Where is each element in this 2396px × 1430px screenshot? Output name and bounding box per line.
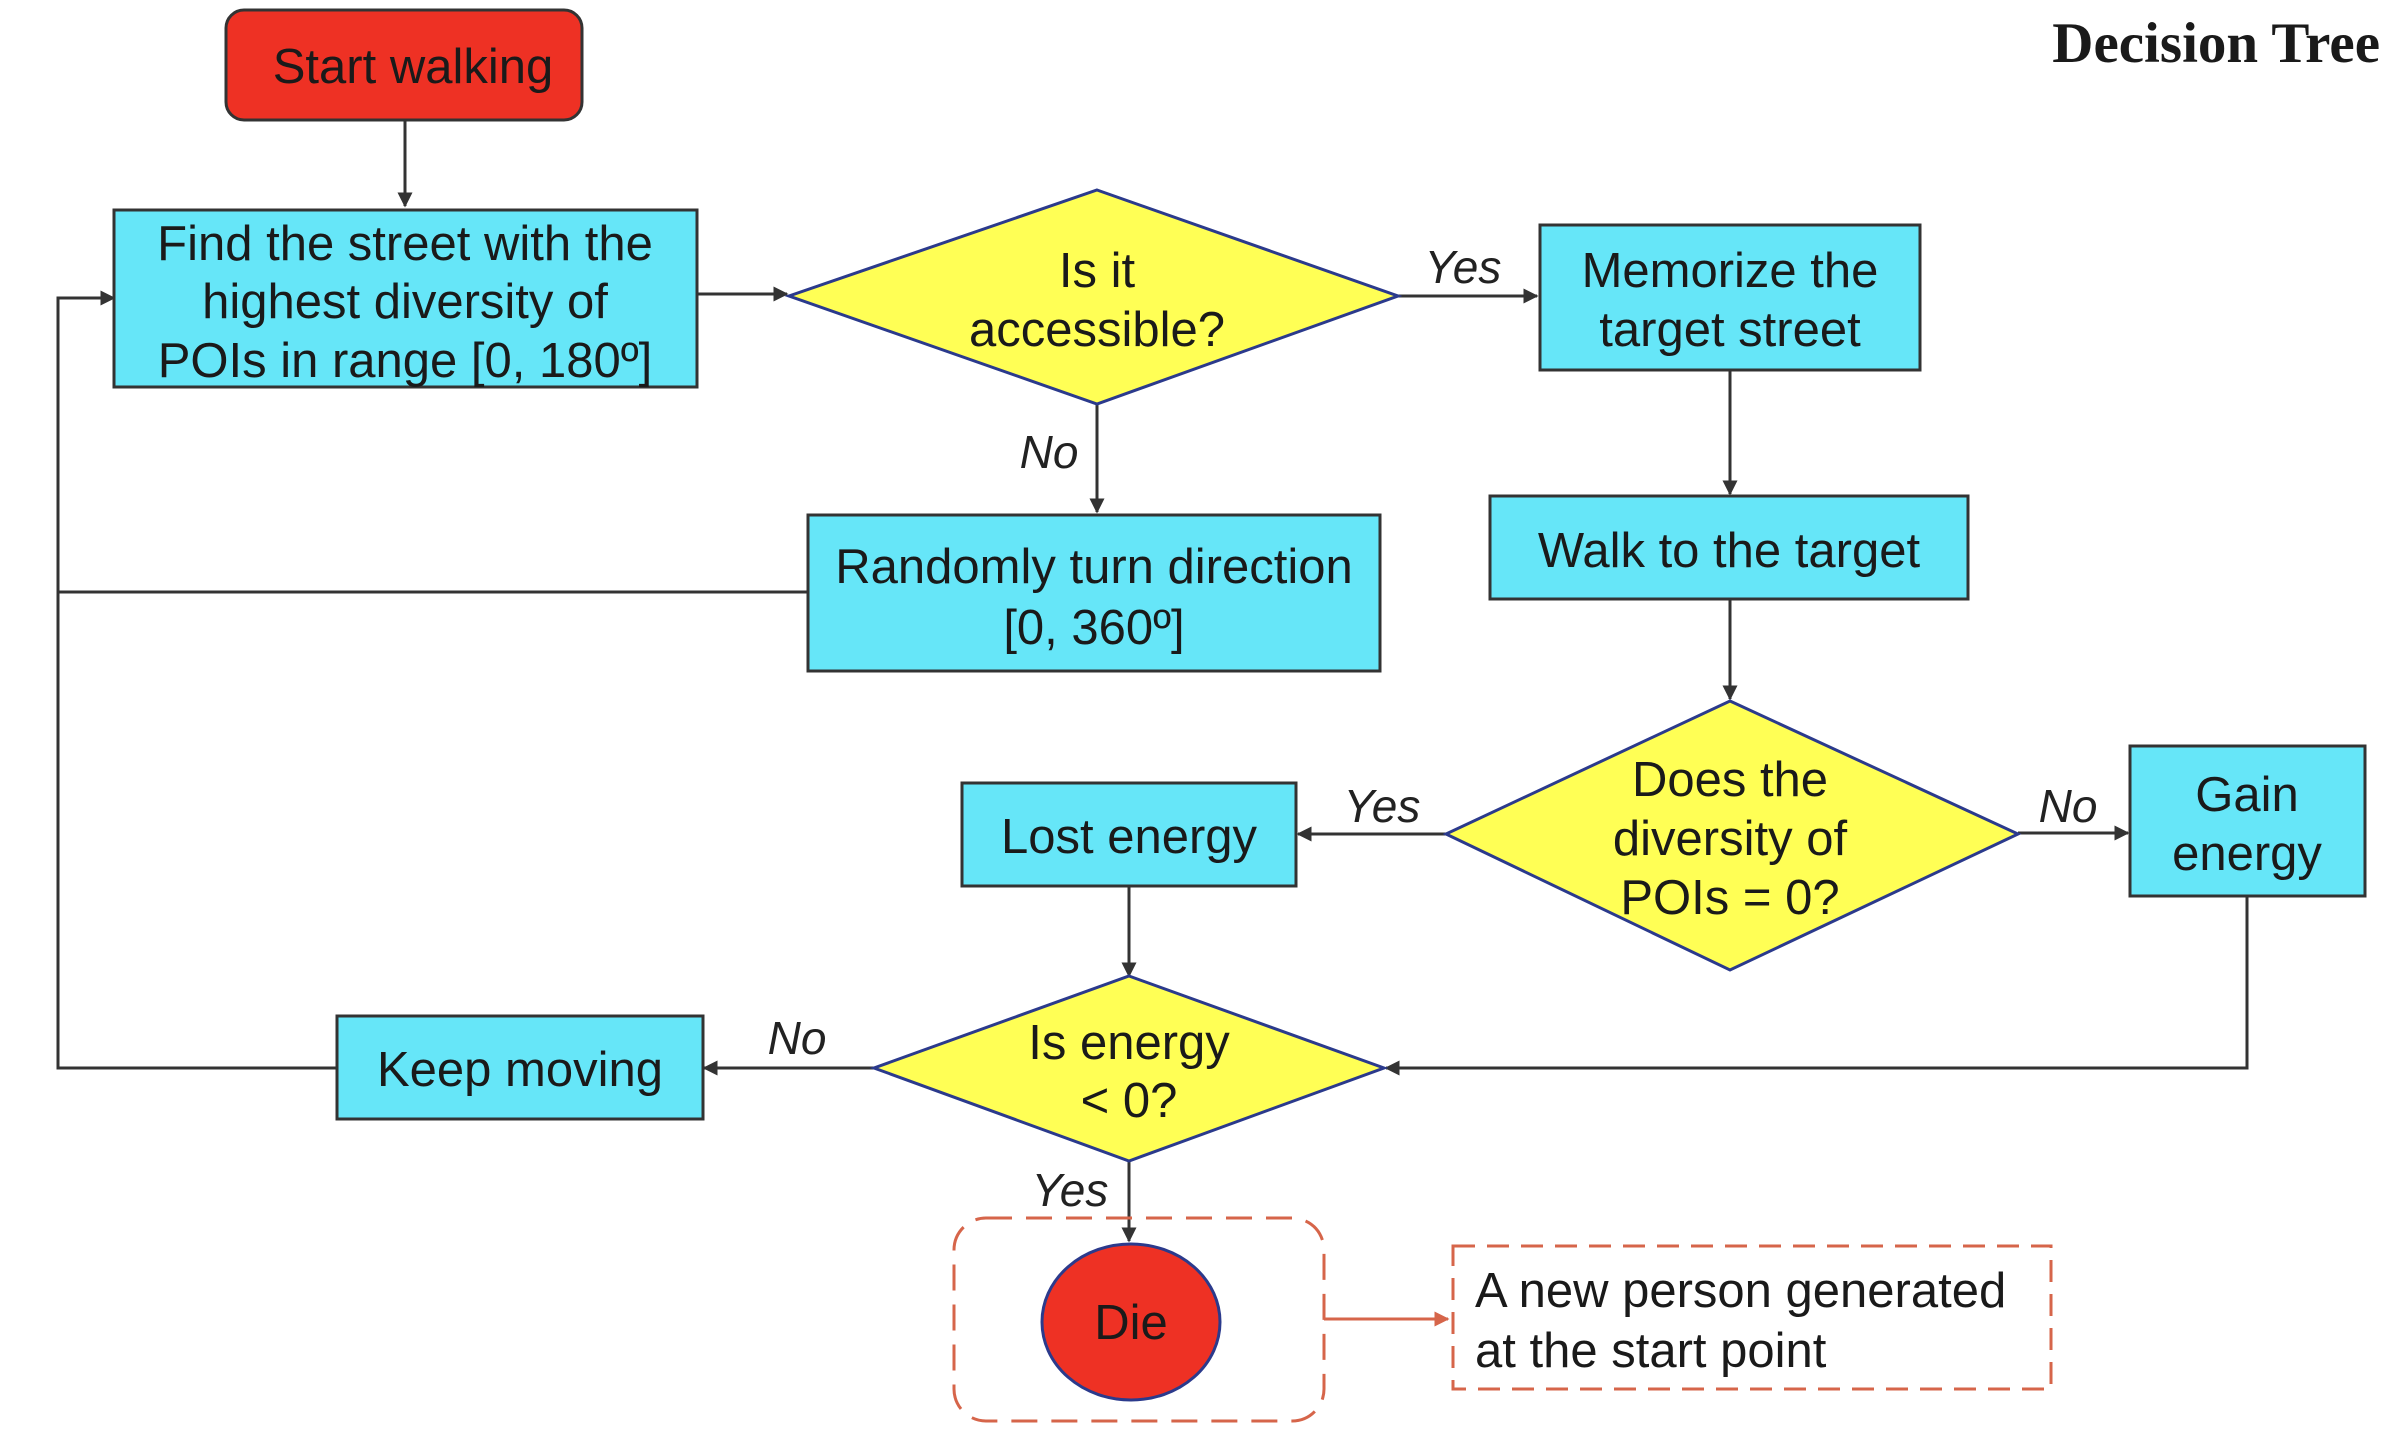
start-node: Start walking <box>224 8 584 122</box>
accessible-line-1: Is it <box>1059 244 1136 298</box>
start-node-shape <box>224 8 584 122</box>
new-person-line-2: at the start point <box>1475 1324 1827 1378</box>
gain-energy-line-2: energy <box>2172 827 2322 881</box>
energy-line-2: < 0? <box>1081 1074 1178 1128</box>
label-diversity-yes: Yes <box>1344 780 1421 832</box>
keep-moving-shape <box>335 1014 705 1121</box>
start-node-label: Start walking <box>273 40 554 94</box>
lost-energy-node: Lost energy <box>960 781 1298 888</box>
diversity-line-2: diversity of <box>1613 812 1848 866</box>
label-diversity-no: No <box>2039 780 2098 832</box>
walk-target-shape <box>1488 494 1970 601</box>
new-person-line-1: A new person generated <box>1475 1264 2006 1318</box>
edge-keep-to-find <box>56 290 337 1070</box>
label-accessible-yes: Yes <box>1425 241 1502 293</box>
find-street-shape <box>112 208 699 389</box>
label-energy-no: No <box>768 1012 827 1064</box>
die-node-label: Die <box>1094 1296 1168 1350</box>
accessible-decision-shape <box>784 188 1403 406</box>
random-turn-shape <box>806 513 1382 673</box>
memorize-node: Memorize the target street <box>1538 223 1922 372</box>
gain-energy-node: Gain energy <box>2128 744 2367 898</box>
find-street-line-3: POIs in range [0, 180º] <box>158 334 653 388</box>
die-node-shape <box>1040 1242 1222 1402</box>
new-person-dashed-frame <box>1451 1244 2053 1391</box>
connectors <box>56 120 2249 1327</box>
accessible-decision: Is it accessible? <box>784 188 1403 406</box>
energy-line-1: Is energy <box>1028 1016 1230 1070</box>
keep-moving-label: Keep moving <box>377 1043 663 1097</box>
diversity-line-3: POIs = 0? <box>1620 871 1839 925</box>
die-dashed-frame <box>952 1216 1326 1423</box>
random-turn-node: Randomly turn direction [0, 360º] <box>806 513 1382 673</box>
energy-decision: Is energy < 0? <box>869 974 1389 1163</box>
memorize-line-2: target street <box>1599 303 1861 357</box>
energy-decision-shape <box>869 974 1389 1163</box>
memorize-shape <box>1538 223 1922 372</box>
label-energy-yes: Yes <box>1032 1164 1109 1216</box>
die-group: Die <box>952 1216 1326 1423</box>
diversity-decision-shape <box>1442 699 2022 972</box>
memorize-line-1: Memorize the <box>1582 244 1879 298</box>
walk-target-label: Walk to the target <box>1538 524 1921 578</box>
diversity-line-1: Does the <box>1632 753 1828 807</box>
diagram-title: Decision Tree <box>2052 12 2380 75</box>
find-street-line-2: highest diversity of <box>202 275 608 329</box>
random-turn-line-1: Randomly turn direction <box>835 540 1352 594</box>
keep-moving-node: Keep moving <box>335 1014 705 1121</box>
accessible-line-2: accessible? <box>969 303 1225 357</box>
gain-energy-line-1: Gain <box>2195 768 2299 822</box>
lost-energy-shape <box>960 781 1298 888</box>
find-street-line-1: Find the street with the <box>157 217 653 271</box>
diversity-decision: Does the diversity of POIs = 0? <box>1442 699 2022 972</box>
label-accessible-no: No <box>1020 426 1079 478</box>
edge-labels: Yes No Yes No No Yes <box>768 241 2098 1216</box>
random-turn-line-2: [0, 360º] <box>1003 601 1184 655</box>
edge-gain-to-energy-check <box>1384 896 2249 1076</box>
find-street-node: Find the street with the highest diversi… <box>112 208 699 389</box>
new-person-note: A new person generated at the start poin… <box>1451 1244 2053 1391</box>
walk-target-node: Walk to the target <box>1488 494 1970 601</box>
gain-energy-shape <box>2128 744 2367 898</box>
lost-energy-label: Lost energy <box>1001 810 1258 864</box>
